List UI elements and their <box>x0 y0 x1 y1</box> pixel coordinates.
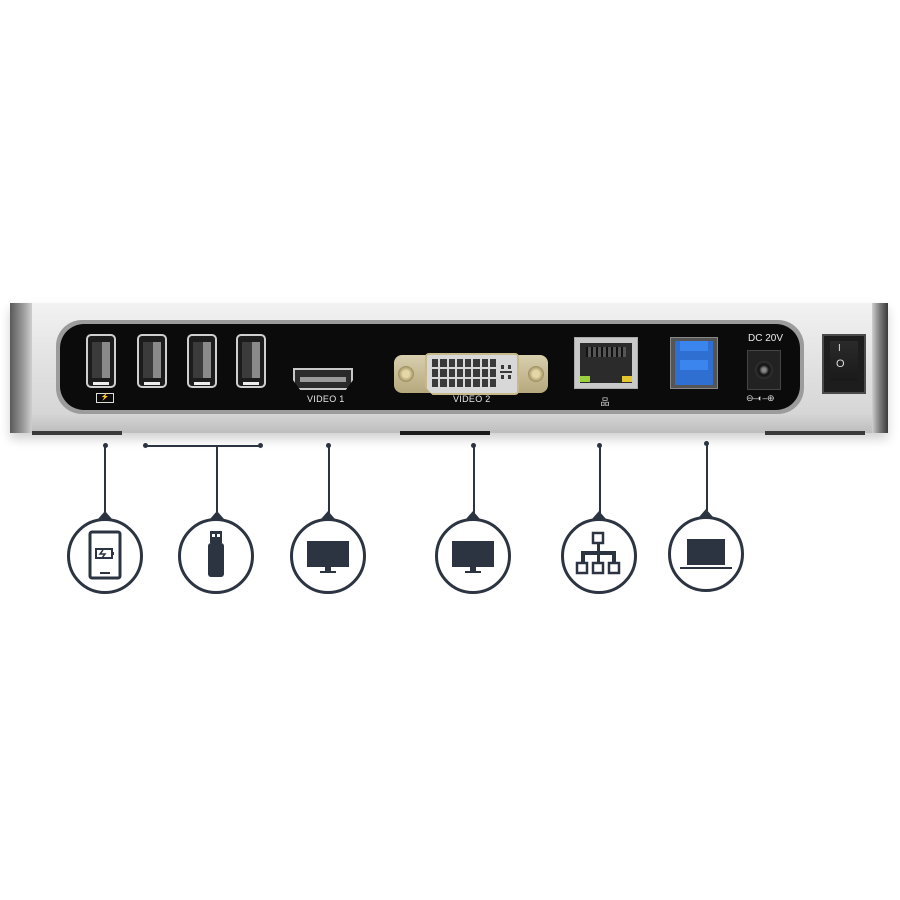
callout-nub <box>466 511 480 519</box>
lan-icon: 品 <box>600 397 610 407</box>
callout-usb-devices <box>178 518 254 594</box>
callout-nub <box>210 511 224 519</box>
usb-a-port[interactable] <box>137 334 167 388</box>
network-hierarchy-icon <box>575 531 621 575</box>
monitor-icon <box>307 541 349 573</box>
rubber-foot <box>32 431 122 435</box>
video1-label: VIDEO 1 <box>307 394 345 404</box>
callout-line <box>473 445 475 513</box>
usb-a-port[interactable] <box>187 334 217 388</box>
callout-nub <box>592 511 606 519</box>
laptop-icon <box>680 539 732 569</box>
polarity-icon: ⊖–◐–⊕ <box>746 393 775 403</box>
callout-line <box>104 445 106 513</box>
power-switch-rocker[interactable] <box>830 341 858 381</box>
callout-line <box>599 445 601 513</box>
callout-monitor-2 <box>435 518 511 594</box>
switch-on-symbol: I <box>838 343 841 354</box>
usb-b-contact-block <box>680 360 708 370</box>
dc-jack-hole <box>755 361 773 379</box>
callout-nub <box>699 509 713 517</box>
usb-a-port-charging[interactable] <box>86 334 116 388</box>
rubber-foot <box>765 431 865 435</box>
link-led <box>580 376 590 382</box>
callout-line <box>328 445 330 513</box>
callout-monitor-1 <box>290 518 366 594</box>
chassis-right-edge <box>872 303 888 433</box>
callout-network <box>561 518 637 594</box>
callout-bracket <box>145 445 261 447</box>
callout-line <box>216 445 218 513</box>
activity-led <box>622 376 632 382</box>
callout-nub <box>98 511 112 519</box>
dvi-analog-pins <box>500 365 512 379</box>
dvi-pins <box>432 359 496 387</box>
tablet-battery-icon <box>88 530 122 580</box>
callout-laptop <box>668 516 744 592</box>
callout-tablet-charging <box>67 518 143 594</box>
ethernet-contacts <box>586 347 626 357</box>
battery-charge-icon: ⚡ <box>96 393 114 403</box>
dc-label: DC 20V <box>748 333 784 344</box>
chassis-left-edge <box>10 303 32 433</box>
callout-line <box>706 443 708 511</box>
monitor-icon <box>452 541 494 573</box>
switch-off-symbol: O <box>836 358 845 370</box>
callout-nub <box>321 511 335 519</box>
usb-a-port[interactable] <box>236 334 266 388</box>
usb-flash-drive-icon <box>208 531 224 577</box>
video2-label: VIDEO 2 <box>453 394 491 404</box>
hdmi-contacts <box>300 377 346 382</box>
dvi-screw <box>398 366 414 382</box>
rubber-foot <box>400 431 490 435</box>
dvi-screw <box>528 366 544 382</box>
usb-b-contact-block <box>680 341 708 351</box>
